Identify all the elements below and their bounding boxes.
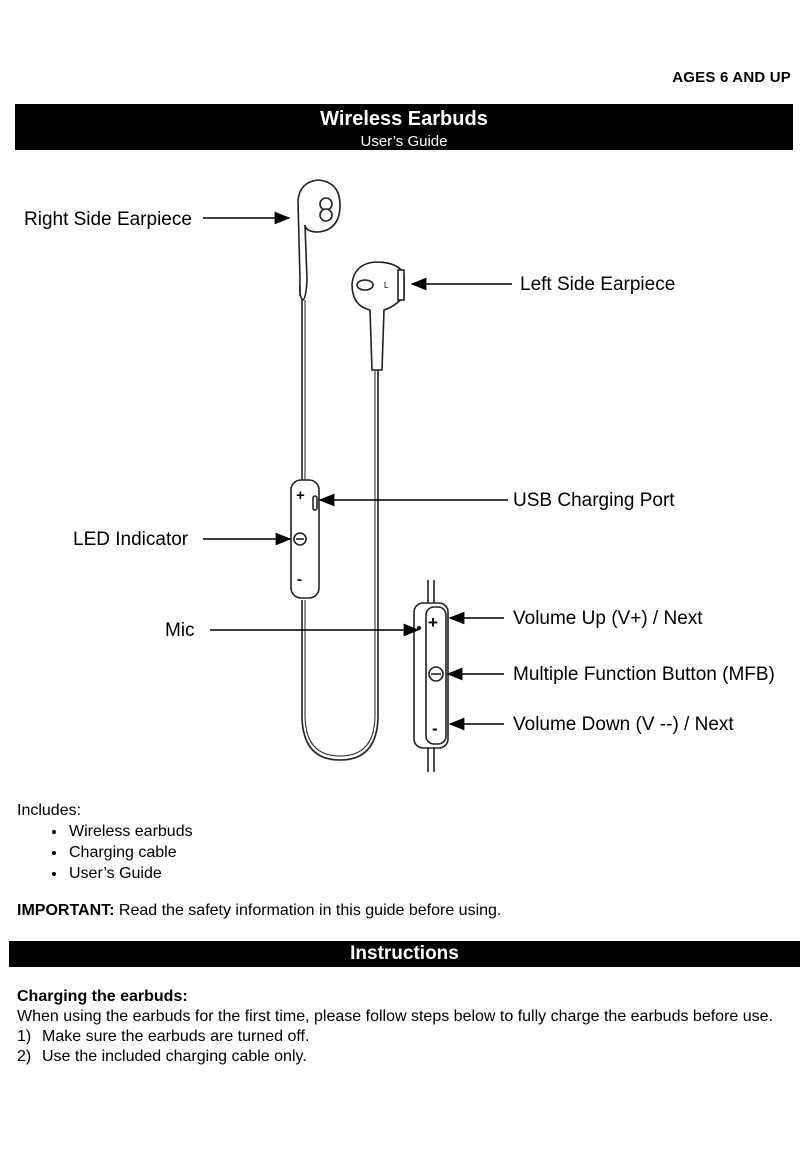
page-subtitle: User’s Guide bbox=[360, 133, 448, 150]
label-mic: Mic bbox=[165, 620, 195, 641]
remote-control-small bbox=[290, 479, 320, 599]
earbuds-diagram: L + - + - Right Side Earpiece Left Side bbox=[24, 179, 775, 772]
title-banner: Wireless Earbuds User’s Guide bbox=[15, 104, 793, 150]
plus-mark-small: + bbox=[296, 487, 305, 504]
right-earpiece-illustration bbox=[297, 179, 341, 301]
label-mfb: Multiple Function Button (MFB) bbox=[513, 664, 775, 685]
label-right-earpiece: Right Side Earpiece bbox=[24, 209, 192, 230]
charging-heading: Charging the earbuds: bbox=[17, 988, 188, 1005]
cable-inner bbox=[304, 300, 376, 757]
cable bbox=[301, 300, 379, 761]
list-item: Charging cable bbox=[67, 842, 193, 863]
left-cup-mark: L bbox=[384, 281, 389, 290]
plus-mark-zoomed: + bbox=[428, 613, 438, 632]
step-number: 1) bbox=[17, 1028, 32, 1045]
label-left-earpiece: Left Side Earpiece bbox=[520, 274, 675, 295]
label-led: LED Indicator bbox=[73, 529, 189, 550]
minus-mark-small: - bbox=[297, 571, 302, 588]
instructions-banner: Instructions bbox=[9, 941, 800, 967]
important-text: Read the safety information in this guid… bbox=[114, 902, 502, 919]
list-item: User’s Guide bbox=[67, 863, 193, 884]
page-title: Wireless Earbuds bbox=[320, 108, 488, 130]
step-text: Use the included charging cable only. bbox=[42, 1048, 307, 1065]
list-item: Wireless earbuds bbox=[67, 821, 193, 842]
minus-mark-zoomed: - bbox=[432, 719, 438, 738]
left-earpiece-illustration bbox=[351, 261, 405, 371]
label-usb-port: USB Charging Port bbox=[513, 490, 675, 511]
important-label: IMPORTANT: bbox=[17, 902, 115, 919]
charging-section: Charging the earbuds: When using the ear… bbox=[17, 987, 787, 1067]
charging-steps: 1)Make sure the earbuds are turned off. … bbox=[17, 1027, 787, 1067]
label-volume-up: Volume Up (V+) / Next bbox=[513, 608, 703, 629]
charging-intro: When using the earbuds for the first tim… bbox=[17, 1008, 773, 1025]
step-text: Make sure the earbuds are turned off. bbox=[42, 1028, 310, 1045]
list-item: 2) Use the included charging cable only. bbox=[17, 1047, 787, 1067]
age-rating: AGES 6 AND UP bbox=[672, 69, 791, 86]
list-item: 1) Make sure the earbuds are turned off. bbox=[17, 1027, 787, 1047]
includes-list: Wireless earbuds Charging cable User’s G… bbox=[17, 821, 193, 884]
includes-section: Includes: Wireless earbuds Charging cabl… bbox=[17, 800, 193, 884]
important-notice: IMPORTANT: Read the safety information i… bbox=[17, 902, 501, 920]
step-number: 2) bbox=[17, 1048, 32, 1065]
includes-heading: Includes: bbox=[17, 802, 82, 819]
remote-control-zoomed bbox=[413, 580, 449, 772]
label-volume-down: Volume Down (V --) / Next bbox=[513, 714, 734, 735]
